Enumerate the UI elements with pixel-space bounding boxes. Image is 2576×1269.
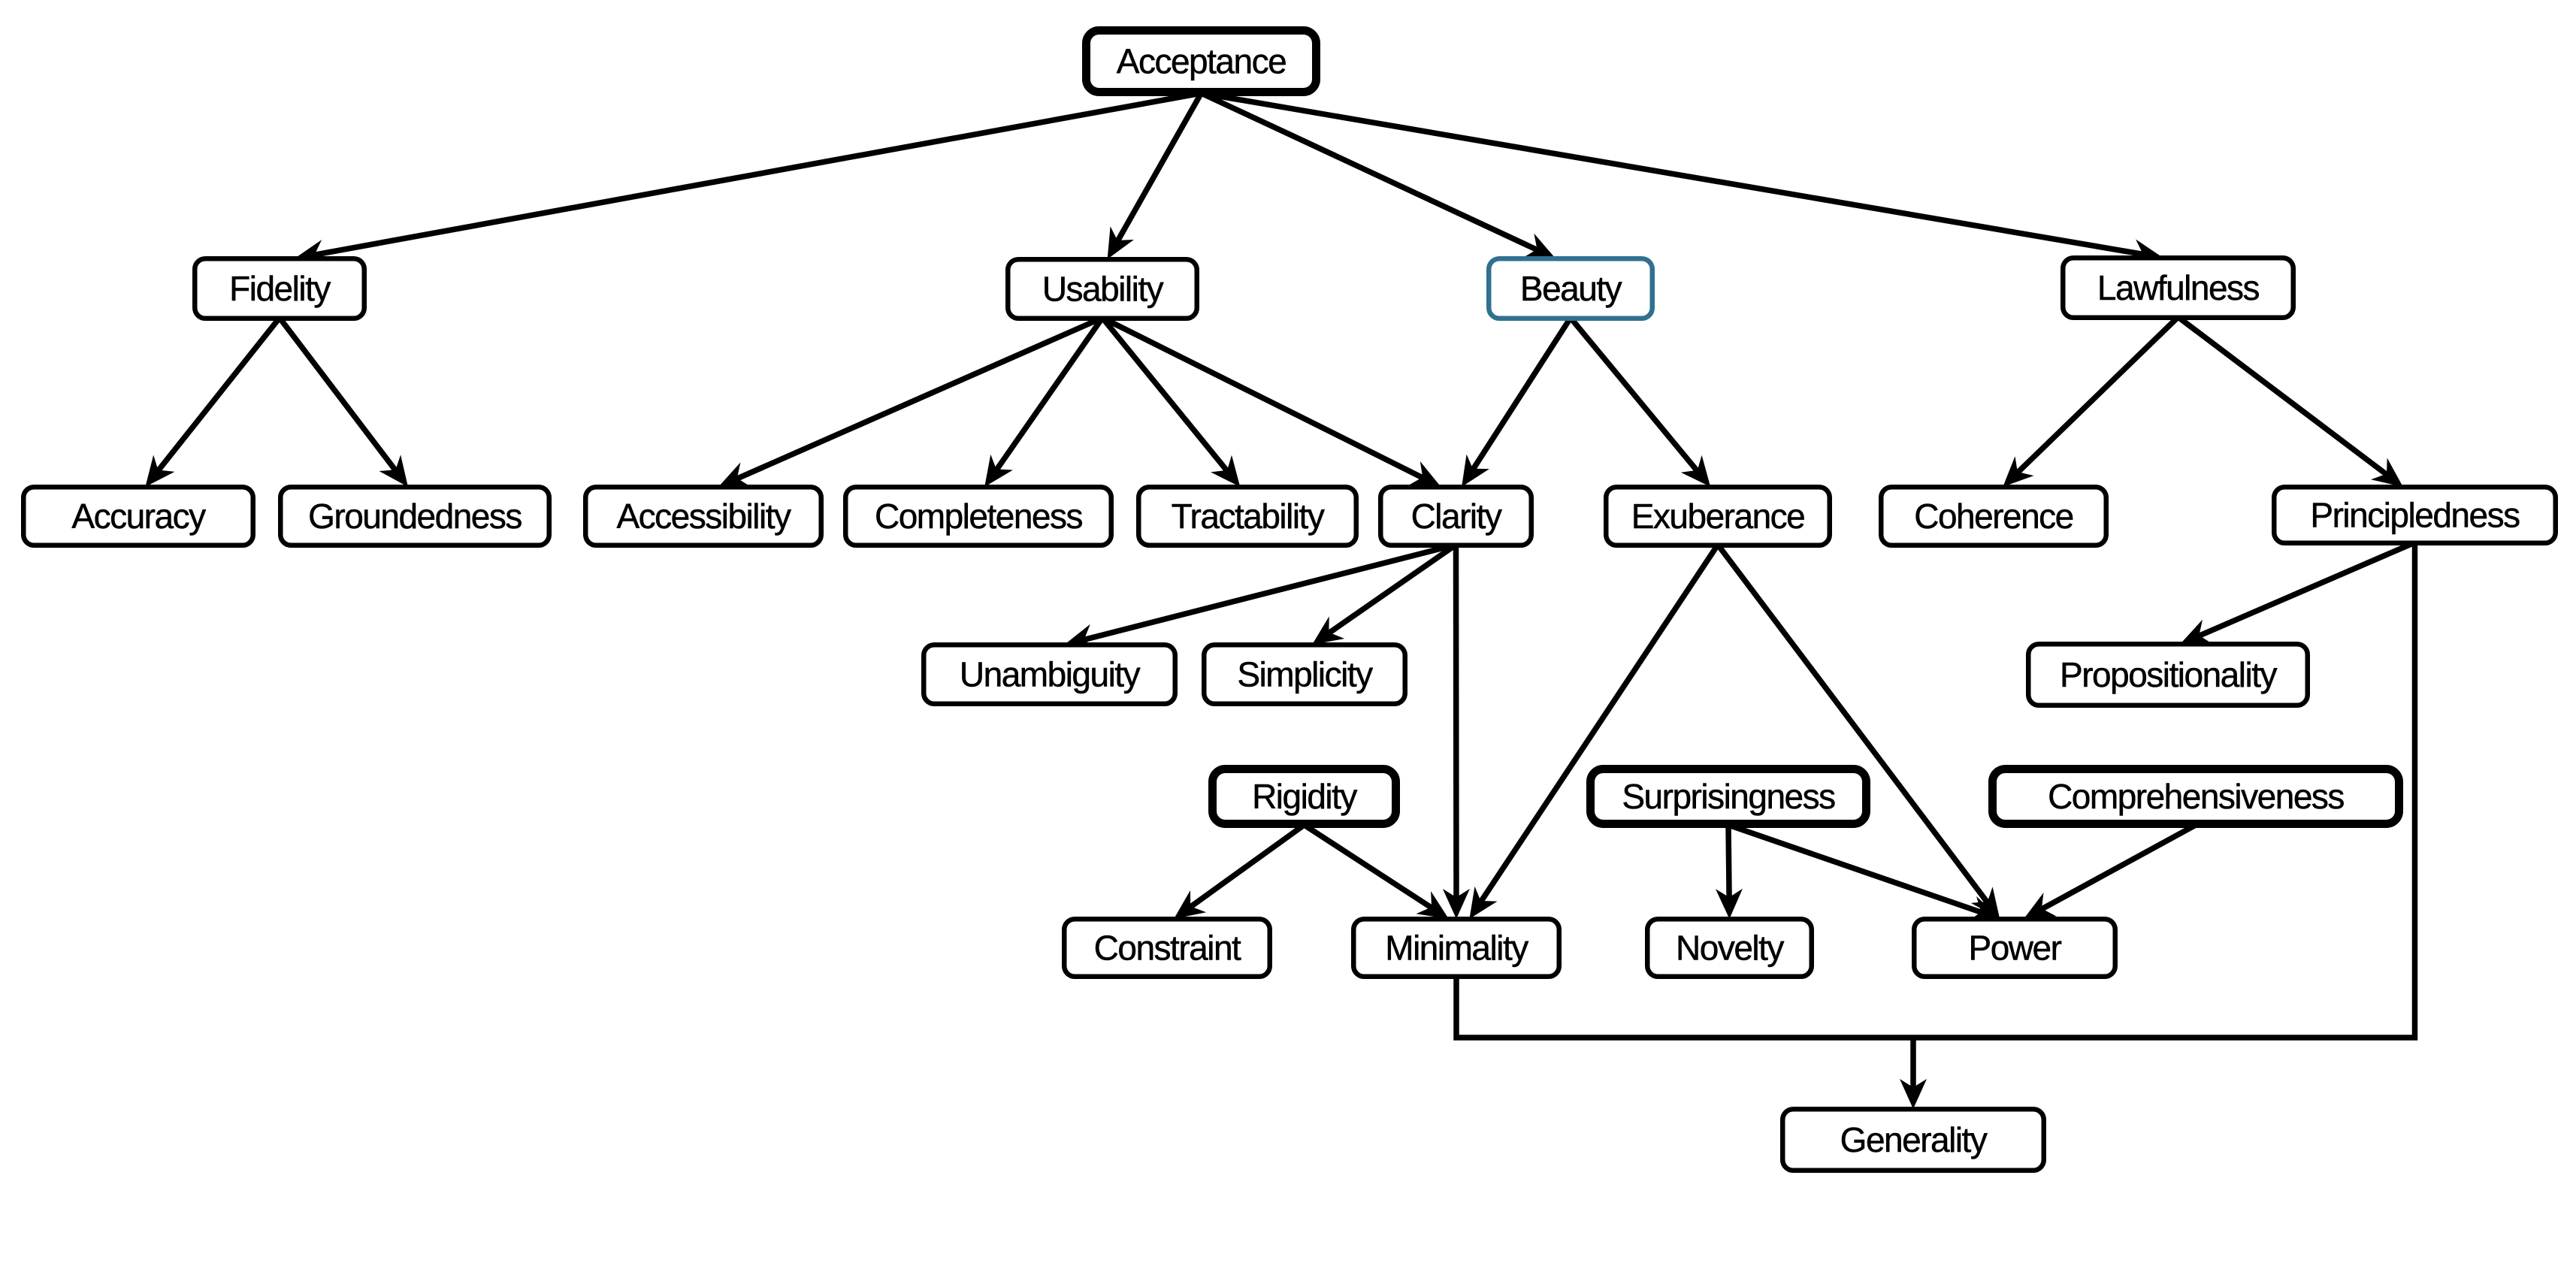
svg-text:Exuberance: Exuberance — [1631, 497, 1805, 536]
svg-text:Coherence: Coherence — [1914, 497, 2073, 536]
svg-text:Power: Power — [1969, 929, 2062, 968]
svg-text:Groundedness: Groundedness — [308, 497, 522, 536]
svg-text:Tractability: Tractability — [1172, 497, 1325, 536]
svg-text:Completeness: Completeness — [875, 497, 1083, 536]
svg-text:Unambiguity: Unambiguity — [960, 655, 1141, 694]
svg-text:Rigidity: Rigidity — [1252, 777, 1357, 816]
svg-text:Principledness: Principledness — [2310, 496, 2520, 535]
svg-text:Propositionality: Propositionality — [2060, 655, 2277, 694]
svg-text:Novelty: Novelty — [1676, 929, 1784, 968]
svg-text:Comprehensiveness: Comprehensiveness — [2048, 777, 2344, 816]
svg-text:Beauty: Beauty — [1520, 269, 1622, 308]
svg-text:Generality: Generality — [1840, 1120, 1988, 1159]
svg-text:Minimality: Minimality — [1385, 929, 1528, 968]
svg-text:Usability: Usability — [1042, 270, 1164, 309]
svg-text:Surprisingness: Surprisingness — [1622, 777, 1835, 816]
svg-text:Fidelity: Fidelity — [229, 269, 331, 308]
svg-text:Lawfulness: Lawfulness — [2097, 268, 2260, 307]
svg-text:Clarity: Clarity — [1411, 497, 1502, 536]
svg-text:Accessibility: Accessibility — [616, 497, 791, 536]
svg-text:Acceptance: Acceptance — [1117, 42, 1286, 81]
svg-text:Constraint: Constraint — [1094, 929, 1241, 968]
svg-text:Accuracy: Accuracy — [71, 497, 206, 536]
svg-text:Simplicity: Simplicity — [1237, 655, 1373, 694]
